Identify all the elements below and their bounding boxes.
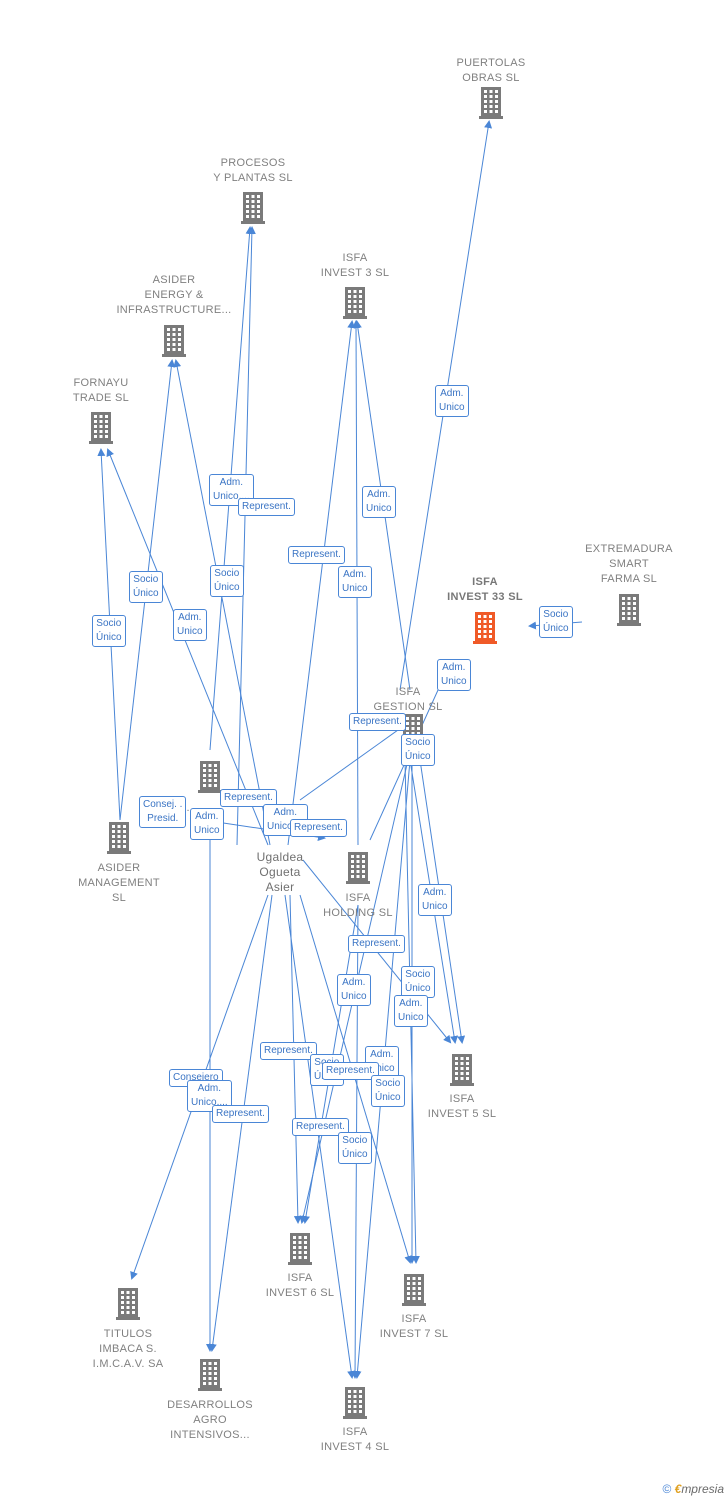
- node-label-desarrollos[interactable]: DESARROLLOS AGRO INTENSIVOS...: [167, 1399, 253, 1441]
- building-icon[interactable]: [198, 1359, 222, 1391]
- relationship-edge: [173, 359, 271, 846]
- edge-label[interactable]: Represent.: [290, 819, 347, 837]
- building-icon[interactable]: [198, 761, 222, 793]
- building-icon[interactable]: [89, 412, 113, 444]
- node-label-isfa7[interactable]: ISFA INVEST 7 SL: [379, 1313, 449, 1340]
- edge-label[interactable]: Adm. Unico: [418, 884, 452, 916]
- edge-label[interactable]: Adm. Unico: [337, 974, 371, 1006]
- building-icon[interactable]: [402, 1274, 426, 1306]
- brand-logo-initial: €: [674, 1482, 682, 1496]
- building-icon[interactable]: [116, 1288, 140, 1320]
- node-label-titulos[interactable]: TITULOS IMBACA S. I.M.C.A.V. SA: [92, 1328, 164, 1370]
- building-icon[interactable]: [162, 325, 186, 357]
- node-label-asider-energy[interactable]: ASIDER ENERGY & INFRASTRUCTURE...: [116, 274, 232, 316]
- building-icon[interactable]: [343, 287, 367, 319]
- node-label-puertolas[interactable]: PUERTOLAS OBRAS SL: [456, 57, 526, 84]
- edge-label[interactable]: Adm. Unico: [338, 566, 372, 598]
- relationship-edge: [236, 226, 256, 846]
- building-icon[interactable]: [617, 594, 641, 626]
- edge-label[interactable]: Socio Único: [401, 734, 435, 766]
- building-icon[interactable]: [107, 822, 131, 854]
- edge-label[interactable]: Socio Único: [401, 966, 435, 998]
- edge-label[interactable]: Adm. Unico: [435, 385, 469, 417]
- node-label-isfa4[interactable]: ISFA INVEST 4 SL: [320, 1426, 390, 1453]
- copyright-icon: ©: [662, 1482, 672, 1496]
- node-label-isfa-gestion[interactable]: ISFA GESTION SL: [373, 686, 443, 713]
- edge-label[interactable]: Represent.: [348, 935, 405, 953]
- edge-label[interactable]: Socio Único: [539, 606, 573, 638]
- building-icon[interactable]: [241, 192, 265, 224]
- edge-label[interactable]: Socio Único: [92, 615, 126, 647]
- node-label-isfa33[interactable]: ISFA INVEST 33 SL: [447, 576, 523, 603]
- building-icon[interactable]: [450, 1054, 474, 1086]
- building-icon[interactable]: [288, 1233, 312, 1265]
- node-label-isfa6[interactable]: ISFA INVEST 6 SL: [265, 1272, 335, 1299]
- relationship-edge: [284, 894, 356, 1379]
- edge-label[interactable]: Adm. Unico: [173, 609, 207, 641]
- edge-label[interactable]: Socio Único: [129, 571, 163, 603]
- edge-label[interactable]: Represent.: [349, 713, 406, 731]
- edge-label[interactable]: Represent.: [212, 1105, 269, 1123]
- node-label-fornayu[interactable]: FORNAYU TRADE SL: [72, 377, 130, 404]
- edge-label[interactable]: Represent.: [292, 1118, 349, 1136]
- edge-label[interactable]: Represent.: [322, 1062, 379, 1080]
- node-label-procesos[interactable]: PROCESOS Y PLANTAS SL: [213, 157, 293, 184]
- building-icon[interactable]: [346, 852, 370, 884]
- edge-label[interactable]: Adm. Unico: [437, 659, 471, 691]
- node-label-asider-mgmt[interactable]: ASIDER MANAGEMENT SL: [78, 862, 160, 904]
- edge-label[interactable]: Adm. Unico: [190, 808, 224, 840]
- edge-label[interactable]: Socio Único: [210, 565, 244, 597]
- brand-footer: © €mpresia: [662, 1482, 724, 1496]
- node-label-isfa5[interactable]: ISFA INVEST 5 SL: [427, 1093, 497, 1120]
- edge-label[interactable]: Socio Único: [338, 1132, 372, 1164]
- node-label-extremadura[interactable]: EXTREMADURA SMART FARMA SL: [585, 543, 673, 585]
- relationship-edge: [299, 718, 414, 801]
- edge-label[interactable]: Represent.: [260, 1042, 317, 1060]
- building-icon[interactable]: [473, 612, 497, 644]
- building-icon[interactable]: [479, 87, 503, 119]
- edge-label[interactable]: Consej. . Presid.: [139, 796, 187, 828]
- brand-logo-text: mpresia: [681, 1482, 724, 1496]
- node-label-isfa3[interactable]: ISFA INVEST 3 SL: [320, 252, 390, 279]
- edge-label[interactable]: Adm. Unico: [394, 995, 428, 1027]
- edge-label[interactable]: Represent.: [220, 789, 277, 807]
- relationship-edge: [106, 448, 269, 846]
- node-label-isfa-holding[interactable]: ISFA HOLDING SL: [323, 892, 393, 919]
- node-label-person[interactable]: Ugaldea Ogueta Asier: [256, 850, 304, 894]
- edge-label[interactable]: Represent.: [238, 498, 295, 516]
- edge-label[interactable]: Represent.: [288, 546, 345, 564]
- edge-label[interactable]: Socio Único: [371, 1075, 405, 1107]
- building-icon[interactable]: [343, 1387, 367, 1419]
- relationship-edge: [287, 320, 356, 846]
- edge-label[interactable]: Adm. Unico: [362, 486, 396, 518]
